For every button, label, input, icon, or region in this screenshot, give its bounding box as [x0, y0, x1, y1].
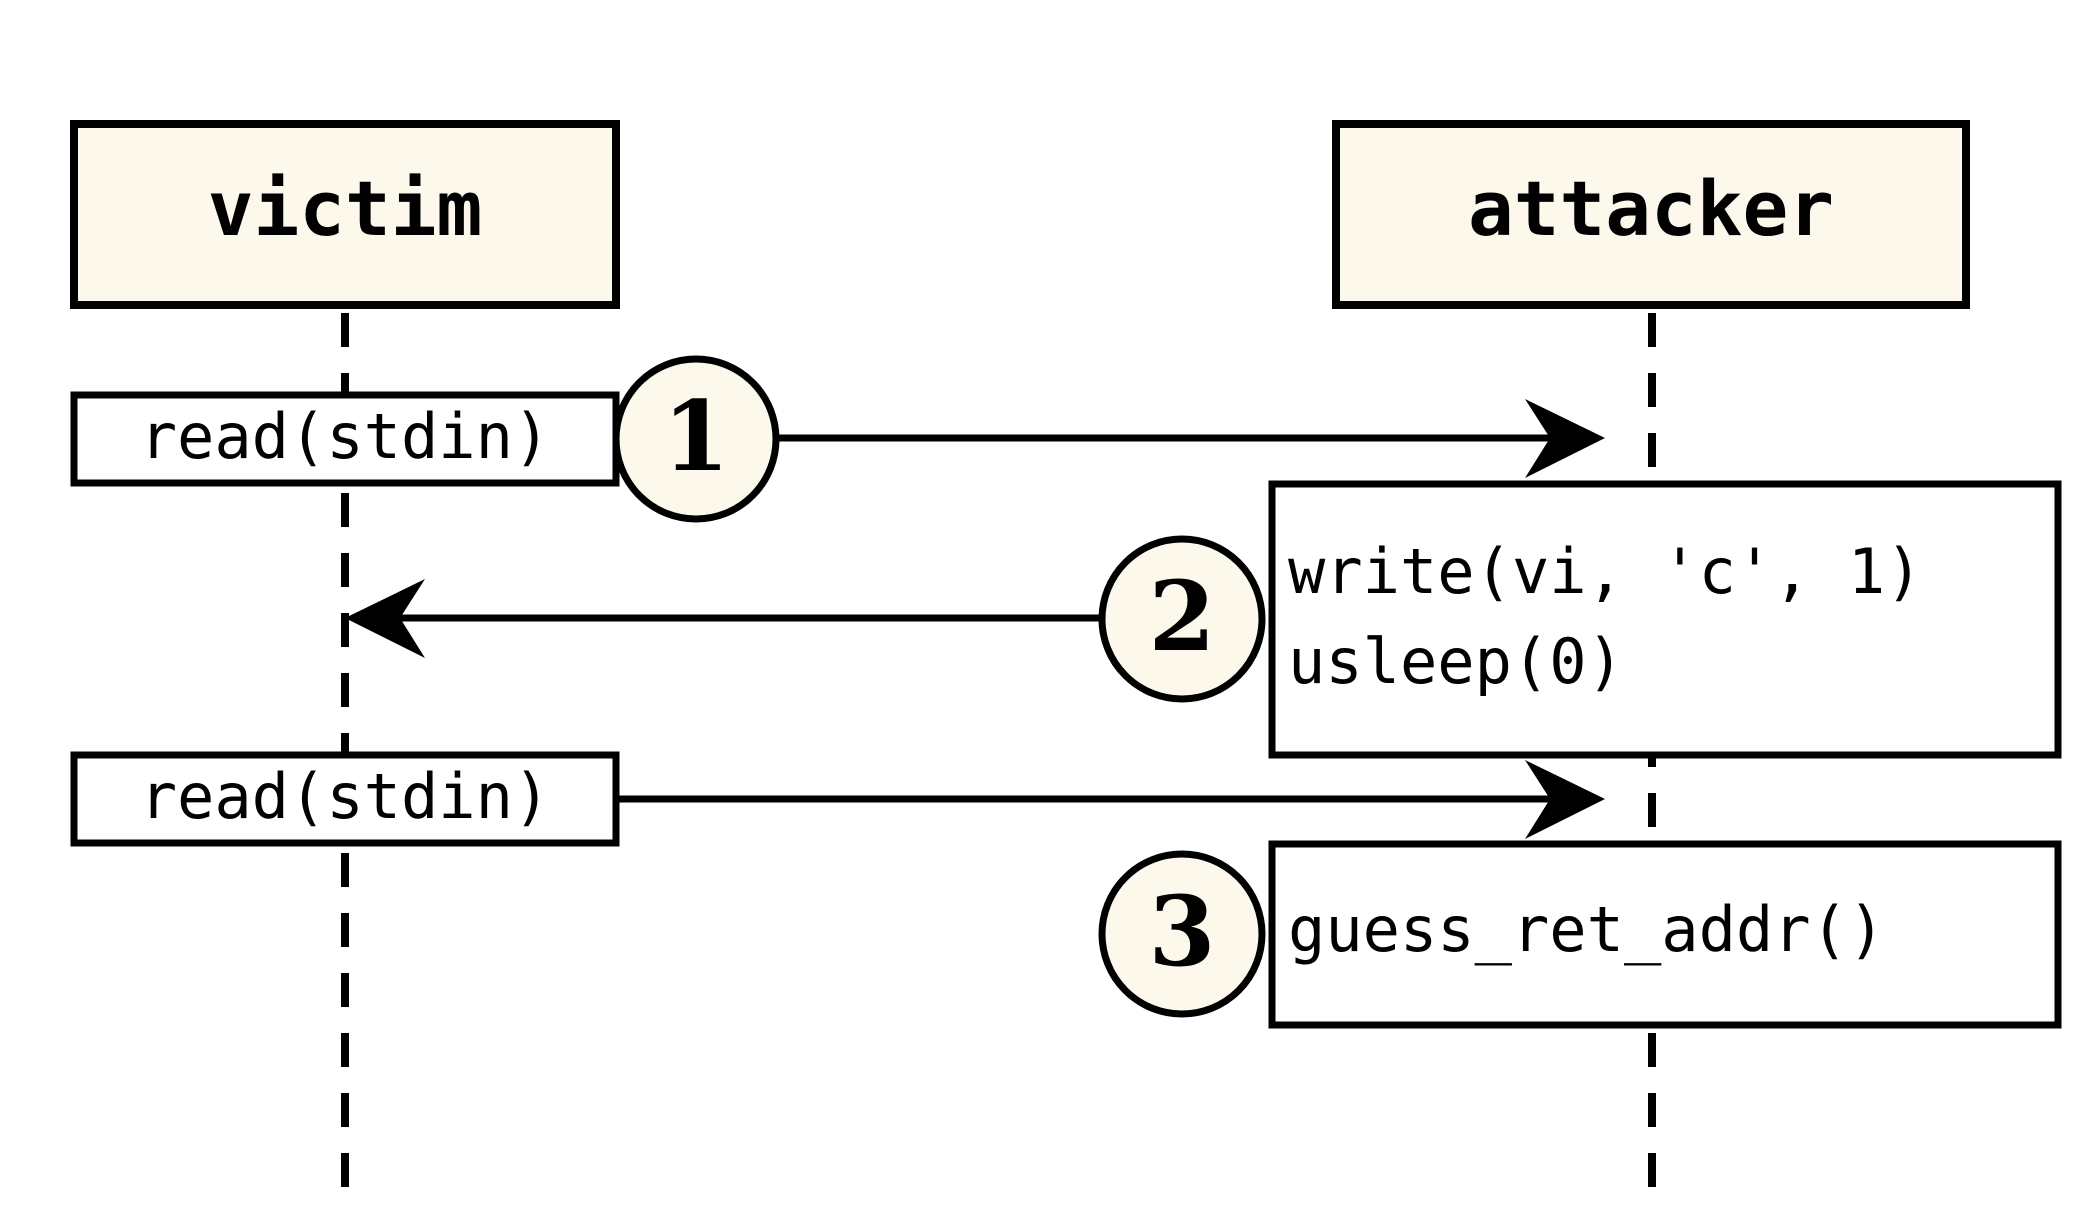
arrow-3-head — [1525, 760, 1605, 839]
step-2-number: 2 — [1149, 560, 1216, 673]
arrow-2-head — [345, 579, 425, 658]
victim-actor-box: victim — [70, 120, 620, 309]
attacker-write-line: write(vi, 'c', 1) — [1288, 535, 1923, 608]
attacker-actor-box: attacker — [1332, 120, 1970, 309]
step-1-number: 1 — [663, 380, 730, 493]
victim-read-label-2: read(stdin) — [140, 760, 551, 833]
attacker-guess-box: guess_ret_addr() — [1268, 840, 2062, 1029]
attacker-guess-line: guess_ret_addr() — [1288, 893, 1885, 966]
victim-actor-label: victim — [208, 164, 483, 253]
victim-read-label-1: read(stdin) — [140, 400, 551, 473]
attacker-sleep-line: usleep(0) — [1288, 625, 1624, 698]
victim-read-box-1: read(stdin) — [70, 391, 620, 487]
step-1-marker: 1 — [612, 355, 780, 523]
attacker-write-box: write(vi, 'c', 1) usleep(0) — [1268, 480, 2062, 759]
step-2-marker: 2 — [1098, 535, 1266, 703]
attacker-actor-label: attacker — [1468, 164, 1834, 253]
victim-read-box-2: read(stdin) — [70, 751, 620, 847]
step-3-marker: 3 — [1098, 850, 1266, 1018]
arrow-1-head — [1525, 399, 1605, 478]
step-3-number: 3 — [1149, 875, 1216, 988]
